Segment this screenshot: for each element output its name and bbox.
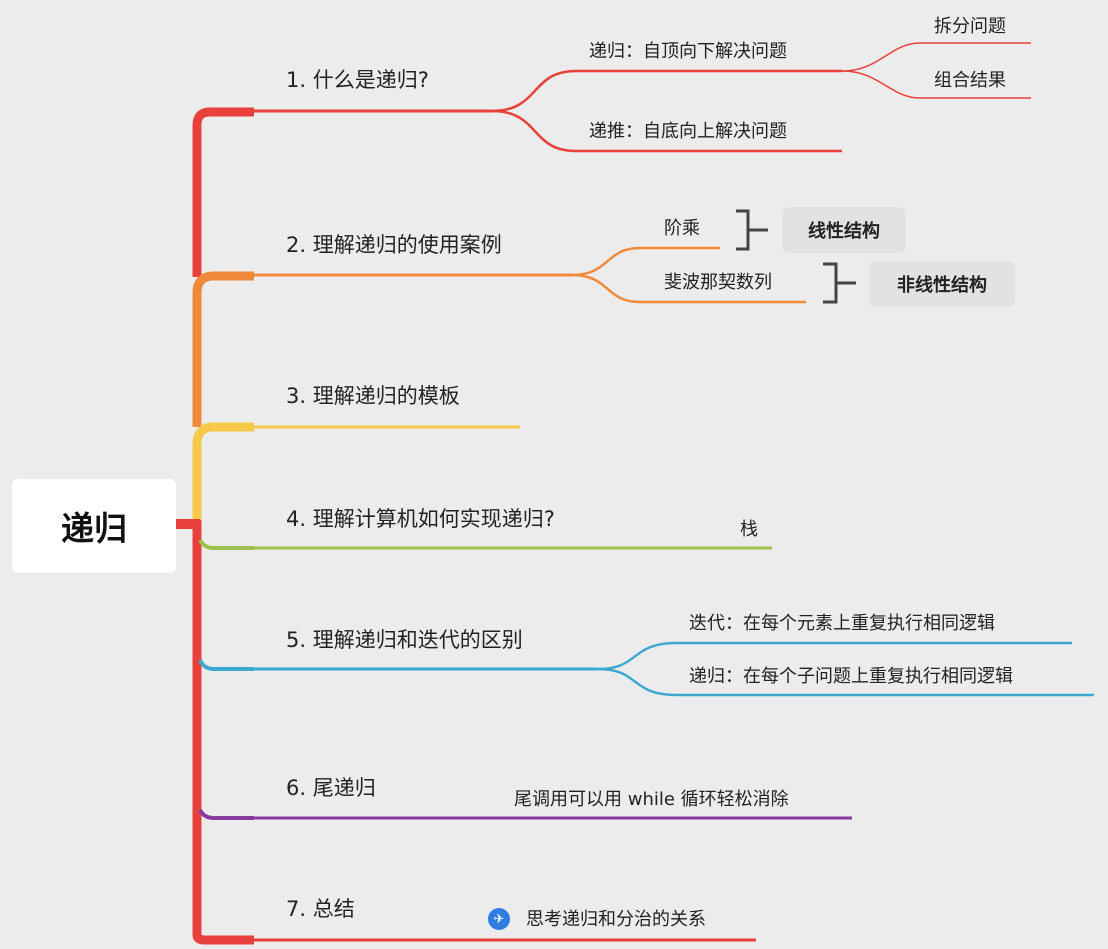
topic-7-label[interactable]: 7. 总结 [286, 897, 355, 921]
topic-7-child-1-label[interactable]: 思考递归和分治的关系 [526, 909, 706, 930]
summary-linear-structure[interactable]: 线性结构 [782, 207, 906, 253]
root-node[interactable]: 递归 [12, 479, 176, 573]
topic-6-label[interactable]: 6. 尾递归 [286, 776, 376, 800]
topic-1-child-1-label[interactable]: 递归：自顶向下解决问题 [589, 41, 787, 62]
topic-4-label[interactable]: 4. 理解计算机如何实现递归? [286, 507, 555, 531]
root-label: 递归 [61, 509, 127, 548]
topic-1-child-1-connector [491, 69, 842, 113]
trunk-segment-1 [192, 107, 254, 277]
topic-5-child-1-label[interactable]: 迭代：在每个元素上重复执行相同逻辑 [689, 613, 995, 634]
topic-1-grandchild-2-connector [841, 70, 1031, 99]
topic-1-label[interactable]: 1. 什么是递归? [286, 68, 429, 92]
branch-6-stub [198, 809, 254, 820]
airplane-icon: ✈ [488, 908, 510, 930]
topic-4-child-1-label[interactable]: 栈 [740, 519, 758, 540]
topic-5-child-2-label[interactable]: 递归：在每个子问题上重复执行相同逻辑 [689, 666, 1013, 687]
topic-2-child-1-connector [571, 246, 720, 277]
topic-2-child-2-connector [571, 273, 806, 304]
branch-4-stub [198, 539, 254, 550]
trunk-segment-4 [192, 520, 254, 945]
topic-5-child-1-connector [597, 641, 1072, 671]
summary-bracket-1 [736, 209, 768, 251]
summary-bracket-2 [823, 262, 856, 304]
topic-1-grandchild-2-label[interactable]: 组合结果 [934, 70, 1006, 91]
summary-nonlinear-structure[interactable]: 非线性结构 [869, 261, 1015, 307]
branch-5-stub [198, 659, 254, 671]
topic-1-grandchild-1-connector [841, 42, 1031, 72]
summary-2-label: 非线性结构 [897, 275, 987, 296]
trunk-segment-3 [192, 422, 254, 520]
topic-2-child-2-label[interactable]: 斐波那契数列 [664, 272, 772, 293]
trunk-segment-2 [192, 271, 254, 427]
topic-5-label[interactable]: 5. 理解递归和迭代的区别 [286, 628, 523, 652]
topic-5-child-2-connector [597, 667, 1094, 697]
topic-1-grandchild-1-label[interactable]: 拆分问题 [934, 16, 1006, 37]
topic-1-child-2-label[interactable]: 递推：自底向上解决问题 [589, 121, 787, 142]
summary-1-label: 线性结构 [808, 221, 880, 242]
topic-2-label[interactable]: 2. 理解递归的使用案例 [286, 233, 502, 257]
topic-3-label[interactable]: 3. 理解递归的模板 [286, 384, 460, 408]
topic-1-child-2-connector [491, 109, 842, 153]
topic-2-child-1-label[interactable]: 阶乘 [664, 218, 700, 239]
topic-6-child-1-label[interactable]: 尾调用可以用 while 循环轻松消除 [514, 789, 789, 810]
